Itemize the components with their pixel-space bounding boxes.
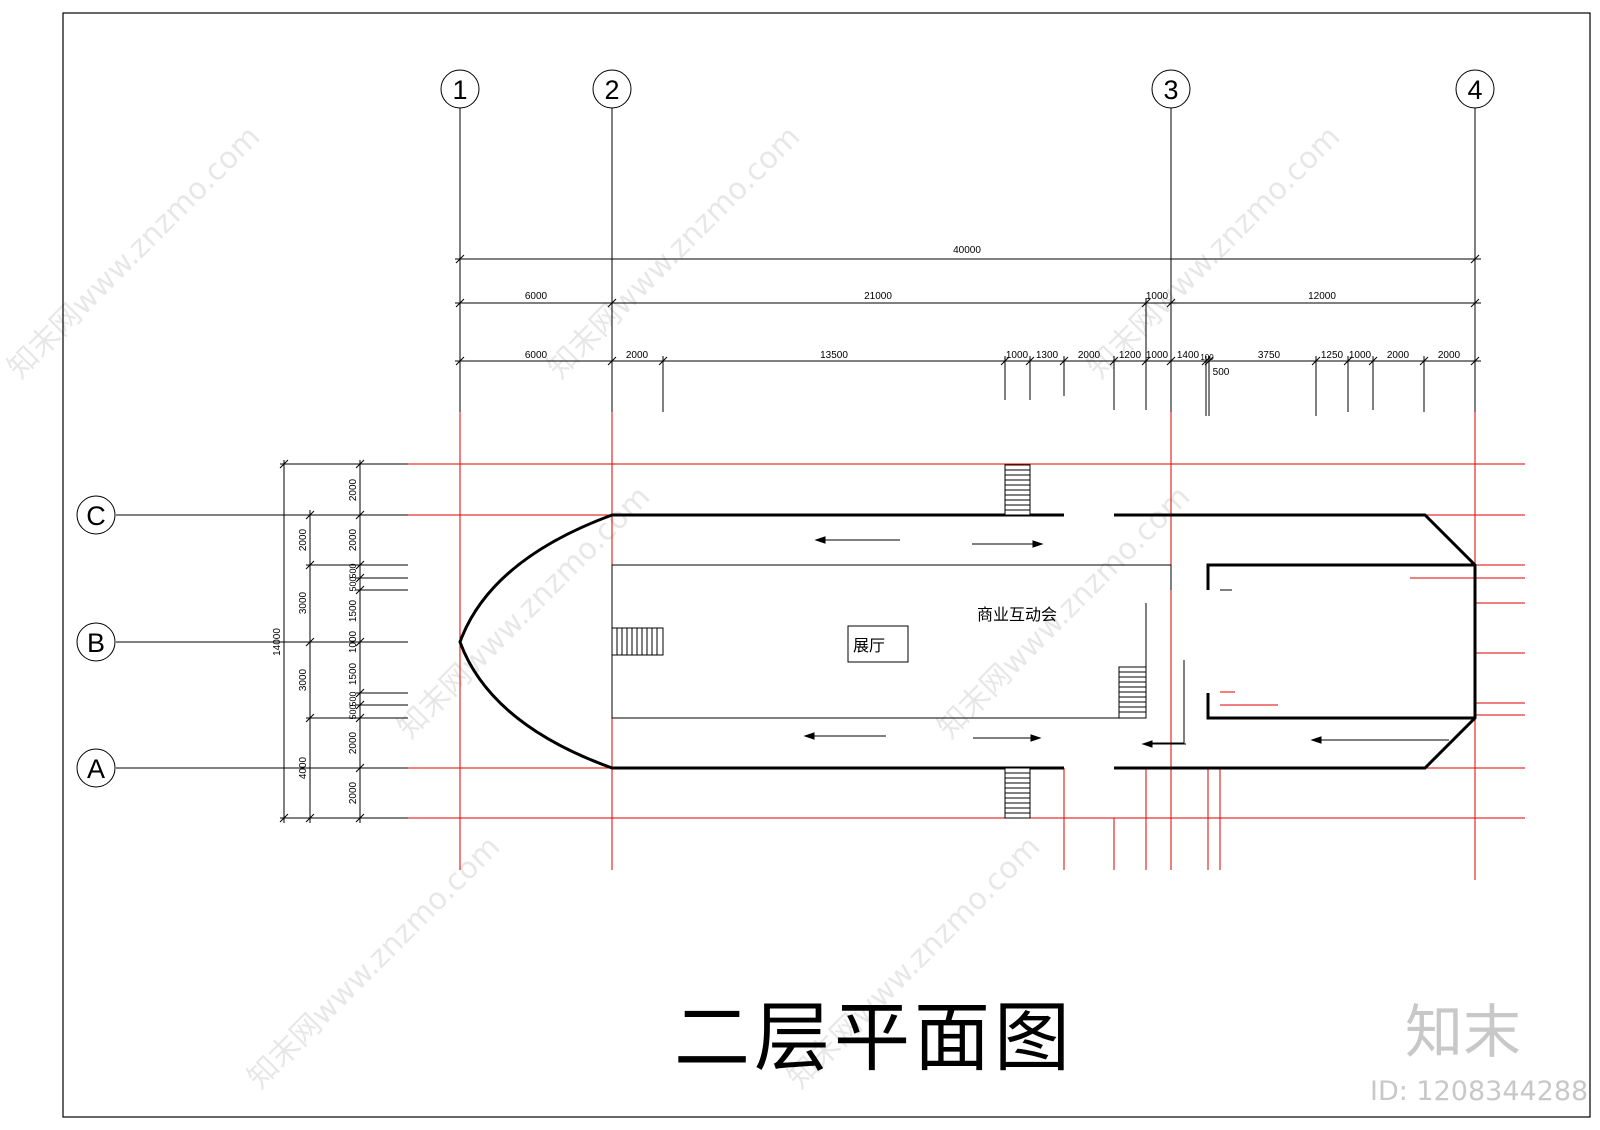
dim-top-detail: 1000 (1006, 350, 1029, 361)
right-core-bottom (1206, 693, 1475, 720)
dim-top-detail: 500 (1213, 367, 1230, 378)
dim-top-detail: 2000 (1078, 350, 1101, 361)
dim-top-detail: 1400 (1177, 350, 1200, 361)
axis-bubble-2 (592, 69, 632, 109)
diagonal-watermark: 知末网www.znzmo.com (1, 119, 267, 385)
dim-left-detail: 1000 (348, 630, 359, 653)
top-dimension-texts: 40000 6000 21000 1000 12000 6000 2000 13… (525, 245, 1461, 378)
stair-top (1004, 464, 1031, 516)
grid-lines (408, 412, 1525, 880)
left-dimension-texts: 14000 2000 3000 3000 4000 2000 2000 500 … (272, 478, 359, 804)
room-label-hall: 展厅 (853, 636, 885, 655)
left-dimensions (279, 459, 408, 823)
sheet-frame (62, 12, 1591, 1118)
hall-label-box (847, 625, 909, 663)
dim-top-mid: 12000 (1308, 291, 1336, 302)
dim-left-detail: 500 (348, 691, 358, 706)
room-label-business: 商业互动会 (977, 605, 1057, 624)
axis-label-4: 4 (1467, 75, 1482, 105)
watermark-logo: 知末 (1405, 998, 1521, 1066)
axis-bubble-b (76, 622, 116, 662)
axis-bubbles: 1 2 3 4 C B A (76, 69, 1495, 788)
dim-top-detail: 3750 (1258, 350, 1281, 361)
dim-top-detail: 6000 (525, 350, 548, 361)
axis-label-3: 3 (1163, 75, 1178, 105)
diagonal-watermark: 知末网www.znzmo.com (1081, 119, 1347, 385)
axis-label-2: 2 (604, 75, 619, 105)
diagonal-watermark: 知末网www.znzmo.com (241, 829, 507, 1095)
dim-left-detail: 2000 (348, 478, 359, 501)
outer-wall-right (1114, 513, 1477, 770)
dim-left-mid: 4000 (298, 756, 309, 779)
dim-top-mid: 1000 (1146, 291, 1169, 302)
circulation-arrows (803, 536, 1449, 748)
dim-left-detail: 2000 (348, 731, 359, 754)
diagonal-watermark: 知末网www.znzmo.com (391, 479, 657, 745)
top-dimensions (455, 254, 1481, 416)
axis-bubble-a (76, 748, 116, 788)
stair-bottom (1004, 767, 1031, 819)
dim-left-mid: 3000 (298, 668, 309, 691)
dim-top-detail: 2000 (626, 350, 649, 361)
drawing-title: 二层平面图 (674, 993, 1074, 1082)
dim-top-detail: 2000 (1438, 350, 1461, 361)
stair-right (1118, 666, 1147, 719)
axis-bubble-1 (440, 69, 480, 109)
right-core (1206, 563, 1475, 590)
dim-top-detail: 1000 (1146, 350, 1169, 361)
dim-top-detail: 1200 (1119, 350, 1142, 361)
dim-left-detail: 1500 (348, 599, 359, 622)
axis-label-a: A (87, 754, 105, 784)
diagonal-watermarks: 知末网www.znzmo.com 知末网www.znzmo.com 知末网www… (1, 119, 1347, 1095)
dim-top-mid: 21000 (864, 291, 892, 302)
axis-bubble-c (76, 495, 116, 535)
stair-left (611, 627, 664, 656)
dim-top-detail: 1300 (1036, 350, 1059, 361)
dim-top-detail: 2000 (1387, 350, 1410, 361)
watermark-id: ID: 1208344288 (1370, 1076, 1588, 1107)
dim-left-detail: 500 (348, 576, 358, 591)
dim-left-detail: 2000 (348, 528, 359, 551)
dim-top-mid: 6000 (525, 291, 548, 302)
diagonal-watermark: 知末网www.znzmo.com (931, 479, 1197, 745)
outer-wall (458, 513, 1064, 770)
dim-left-mid: 3000 (298, 591, 309, 614)
dim-left-detail: 1500 (348, 662, 359, 685)
dim-top-detail: 1250 (1321, 350, 1344, 361)
dim-top-total: 40000 (953, 245, 981, 256)
axis-label-c: C (86, 501, 106, 531)
axis-label-b: B (87, 628, 105, 658)
diagonal-watermark: 知末网www.znzmo.com (541, 119, 807, 385)
axis-bubble-4 (1455, 69, 1495, 109)
dim-left-detail: 2000 (348, 781, 359, 804)
dim-left-mid: 2000 (298, 528, 309, 551)
axis-label-1: 1 (452, 75, 467, 105)
dim-top-detail: 100 (1200, 353, 1214, 362)
dim-top-detail: 13500 (820, 350, 848, 361)
dim-left-detail: 500 (348, 563, 358, 578)
dim-left-detail: 500 (348, 704, 358, 719)
dim-left-total: 14000 (272, 628, 283, 656)
dim-top-detail: 1000 (1349, 350, 1372, 361)
axis-bubble-3 (1151, 69, 1191, 109)
